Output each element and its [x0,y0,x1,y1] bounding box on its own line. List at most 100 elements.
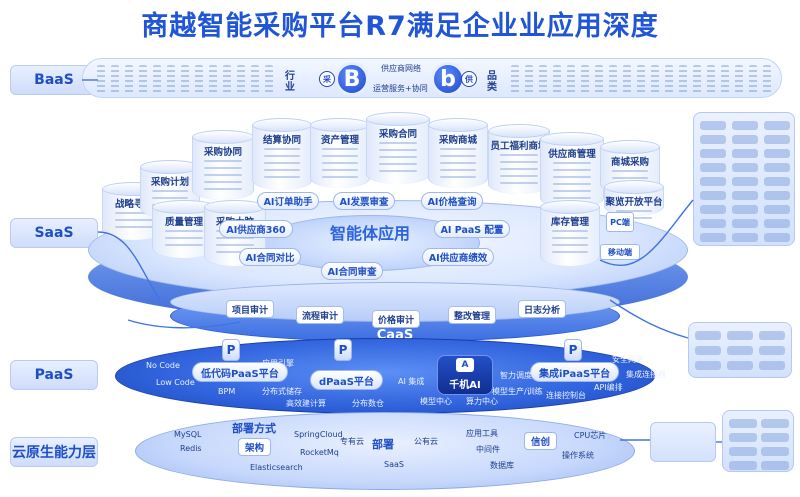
saas-module-subline [552,197,592,199]
cloud-native-platform [135,412,635,490]
saas-module-subline [612,177,648,179]
paas-ai-integ: AI 集成 [398,377,425,386]
saas-module-subline [264,148,300,150]
saas-module-subline [264,155,300,157]
saas-module-subline [322,169,358,171]
paas-ctrl: 连接控制台 [546,391,586,400]
saas-module-subline [114,226,154,228]
cn-springcloud: SpringCloud [294,430,343,439]
partner-logo [764,219,790,228]
page-title: 商越智能采购平台R7满足企业业应用深度 [141,11,659,42]
saas-module-10: 员工福利商城 [488,124,550,194]
partner-logo [695,346,721,355]
cn-redis: Redis [180,444,202,453]
saas-module-8: 采购合同 [366,112,430,184]
partner-logo [761,419,789,428]
baas-b-logo: B [335,62,369,96]
mobile-device: 移动端 [600,244,640,260]
baas-gong-tag: 供 [461,71,477,87]
saas-module-subline [114,212,154,214]
partner-logo [764,233,790,242]
partner-logo [695,331,721,340]
partner-logo [764,121,790,130]
saas-module-subline [440,155,476,157]
saas-module-subline [204,160,242,162]
caas-item-project-audit: 项目审计 [226,300,275,318]
paas-engine: 智力调度 [500,371,532,380]
baas-b-small-letter: b [440,66,456,92]
ai-chip-price: AI价格查询 [420,192,484,210]
ai-chip-invoice: AI发票审查 [332,192,396,210]
partner-panel-saas [693,112,795,246]
ai-chip-supplier360: AI供应商360 [219,220,293,238]
mobile-device-label: 移动端 [608,247,632,257]
saas-module-subline [500,168,538,170]
saas-module-name: 商城采购 [610,157,649,168]
partner-logo [729,419,757,428]
saas-module-name: 员工福利商城 [490,141,548,152]
partner-logo [727,361,753,370]
partner-logo [700,191,726,200]
saas-module-name: 采购协同 [203,147,242,158]
saas-module-name: 资产管理 [320,135,359,146]
saas-module-name: 质量管理 [164,217,203,228]
saas-module-subline [378,149,418,151]
saas-module-subline [552,251,588,253]
partner-logo [732,149,758,158]
ai-chip-paas-config: AI PaaS 配置 [433,220,511,238]
cn-rocketmq: RocketMq [300,448,339,457]
qianji-ai-label: 千机AI [449,380,481,391]
saas-module-name: 供应商管理 [548,149,596,160]
saas-module-subline [152,190,188,192]
saas-module-subline [378,163,418,165]
partner-logo [727,331,753,340]
partner-logo [700,219,726,228]
partner-logo [764,135,790,144]
cn-os: 操作系统 [562,451,594,460]
saas-module-subline [552,162,592,164]
partner-logo [700,177,726,186]
partner-logo [732,233,758,242]
partner-logo [729,447,757,456]
partner-logo [764,177,790,186]
paas-lowcode-platform: 低代码PaaS平台 [192,362,288,382]
partner-logo [759,331,785,340]
saas-module-subline [216,237,254,239]
saas-module-subline [378,156,418,158]
paas-model-center: 模型中心 [420,397,452,406]
saas-module-subline [552,169,592,171]
partner-logo [761,461,789,470]
saas-module-subline [378,142,418,144]
cn-arch-box: 架构 [238,438,272,456]
baas-b-small-logo: b [431,62,465,96]
saas-module-subline [322,148,358,150]
partner-logo [695,361,721,370]
saas-module-subline [440,169,476,171]
saas-module-subline [264,176,300,178]
saas-module-subline [204,167,242,169]
saas-module-subline [204,174,242,176]
paas-low-code: Low Code [156,378,195,387]
baas-b-letter: B [343,66,361,92]
cn-cpu: CPU芯片 [574,431,607,440]
saas-module-subline [500,175,538,177]
saas-module-subline [204,188,242,190]
saas-module-4: 采购协同 [192,130,254,200]
cn-middleware: 中间件 [476,445,500,454]
partner-logo [732,205,758,214]
cn-deploy-title-2: 部署 [372,438,394,451]
saas-module-11: 供应商管理 [540,132,604,208]
ai-agent-title: 智能体应用 [329,224,410,243]
saas-module-subline [552,244,588,246]
partner-logo [700,149,726,158]
layer-tab-cloud-native: 云原生能力层 [10,437,98,467]
partner-logo [761,433,789,442]
partner-logo [764,205,790,214]
caas-item-process-audit: 流程审计 [296,306,345,324]
saas-module-subline [114,219,154,221]
partner-logo [700,135,726,144]
partner-logo [700,233,726,242]
ai-chip-order: AI订单助手 [256,192,320,210]
partner-logo [729,433,757,442]
